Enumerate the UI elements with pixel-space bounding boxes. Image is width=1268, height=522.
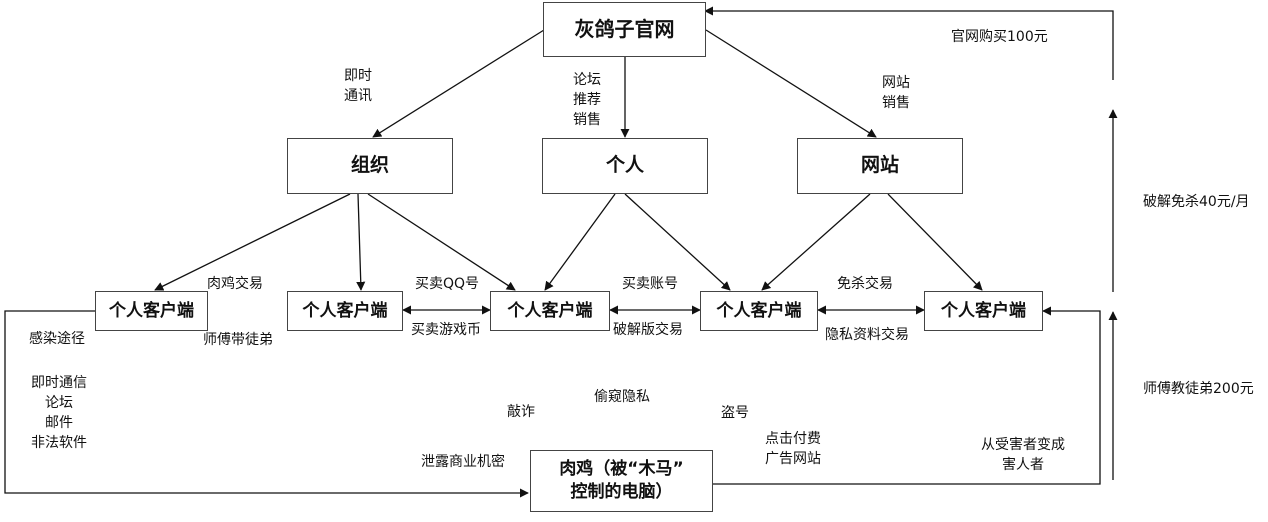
node-website-label: 网站 xyxy=(860,154,899,177)
label-extortion: 敲诈 xyxy=(507,404,535,420)
node-individual: 个人 xyxy=(542,138,708,194)
label-crack: 破解免杀40元/月 xyxy=(1143,194,1250,210)
label-buy-game-coin: 买卖游戏币 xyxy=(411,322,481,338)
label-privacy-trade: 隐私资料交易 xyxy=(825,327,909,343)
label-forum-sales-line-2: 推荐 xyxy=(573,92,601,108)
label-im-line-1: 即时 xyxy=(344,68,372,84)
node-organization-label: 组织 xyxy=(350,154,389,177)
label-web-sales: 网站 销售 xyxy=(882,73,910,113)
label-web-sales-line-1: 网站 xyxy=(882,75,910,91)
arrow-official-to-organization xyxy=(372,29,545,138)
label-infection-path: 感染途径 xyxy=(29,331,85,347)
label-steal-account: 盗号 xyxy=(721,405,749,421)
node-organization: 组织 xyxy=(287,138,453,194)
node-official-site: 灰鸽子官网 xyxy=(543,2,706,57)
label-inf-forum: 论坛 xyxy=(45,395,73,411)
label-click-ads-line-1: 点击付费 xyxy=(765,431,821,447)
node-client-3: 个人客户端 xyxy=(490,291,610,331)
node-client-1: 个人客户端 xyxy=(95,291,208,331)
label-victim-line-2: 害人者 xyxy=(1002,457,1044,473)
label-peek-privacy: 偷窥隐私 xyxy=(594,389,650,405)
arrow-payment-to-official xyxy=(704,6,1114,80)
node-client-3-label: 个人客户端 xyxy=(507,300,593,321)
arrow-individual-to-client-3 xyxy=(544,193,616,291)
label-im-line-2: 通讯 xyxy=(344,88,372,104)
arrow-organization-to-client-1 xyxy=(154,193,351,291)
arrow-zombie-to-client-5 xyxy=(713,306,1101,485)
label-victim-to-attacker: 从受害者变成 害人者 xyxy=(981,435,1065,475)
label-im: 即时 通讯 xyxy=(344,66,372,106)
arrow-website-to-client-5 xyxy=(887,193,983,291)
node-client-2-label: 个人客户端 xyxy=(302,300,388,321)
label-click-ads-line-2: 广告网站 xyxy=(765,451,821,467)
label-cracked-trade: 破解版交易 xyxy=(613,322,683,338)
node-client-5: 个人客户端 xyxy=(924,291,1043,331)
node-zombie: 肉鸡（被“木马” 控制的电脑） xyxy=(530,450,713,512)
node-client-1-label: 个人客户端 xyxy=(109,300,194,321)
label-forum-sales-line-1: 论坛 xyxy=(573,72,601,88)
arrow-organization-to-client-2 xyxy=(356,193,366,291)
arrow-individual-to-client-4 xyxy=(624,193,731,291)
node-client-4: 个人客户端 xyxy=(700,291,818,331)
node-official-site-label: 灰鸽子官网 xyxy=(574,17,675,41)
label-buy-account: 买卖账号 xyxy=(622,276,678,292)
label-leak-secrets: 泄露商业机密 xyxy=(421,454,505,470)
label-inf-illegal-software: 非法软件 xyxy=(31,435,87,451)
label-av-evasion-trade: 免杀交易 xyxy=(837,276,893,292)
label-official-buy: 官网购买100元 xyxy=(951,29,1048,45)
node-client-5-label: 个人客户端 xyxy=(941,300,1026,321)
label-victim-line-1: 从受害者变成 xyxy=(981,437,1065,453)
label-mentor-teach: 师傅教徒弟200元 xyxy=(1143,381,1254,397)
node-zombie-label-line-1: 肉鸡（被“木马” xyxy=(559,459,684,480)
label-infection-methods: 即时通信 论坛 邮件 非法软件 xyxy=(27,373,91,453)
arrow-organization-to-client-3 xyxy=(367,193,516,291)
label-click-ads: 点击付费 广告网站 xyxy=(765,429,821,469)
label-mentor-apprentice: 师傅带徒弟 xyxy=(203,332,273,348)
label-forum-sales-line-3: 销售 xyxy=(573,112,601,128)
label-forum-sales: 论坛 推荐 销售 xyxy=(573,70,601,130)
label-web-sales-line-2: 销售 xyxy=(882,95,910,111)
node-zombie-label-line-2: 控制的电脑） xyxy=(570,482,673,502)
node-client-4-label: 个人客户端 xyxy=(716,300,802,321)
node-client-2: 个人客户端 xyxy=(287,291,403,331)
node-individual-label: 个人 xyxy=(605,154,644,177)
label-inf-mail: 邮件 xyxy=(45,415,73,431)
node-website: 网站 xyxy=(797,138,963,194)
arrow-website-to-client-4 xyxy=(761,193,871,291)
arrow-infection-path xyxy=(4,310,529,498)
label-inf-im: 即时通信 xyxy=(31,375,87,391)
label-buy-qq: 买卖QQ号 xyxy=(415,276,480,292)
arrow-official-to-website xyxy=(705,29,877,138)
label-zombie-trade: 肉鸡交易 xyxy=(207,276,263,292)
